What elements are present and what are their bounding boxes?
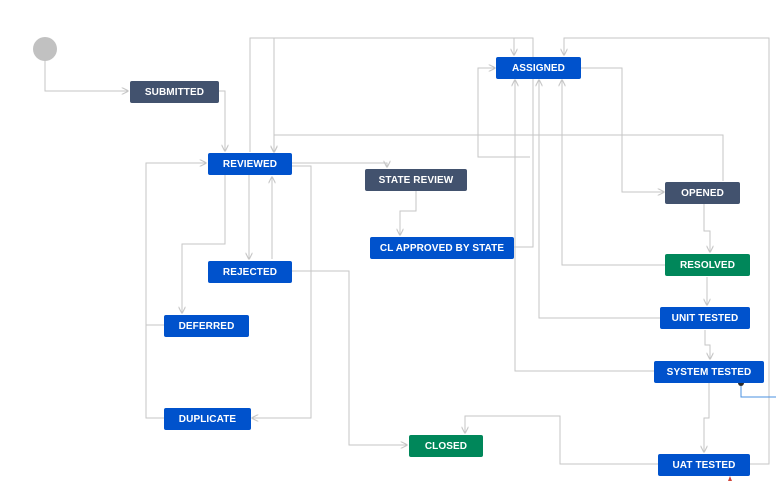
edge-uat-assigned[interactable] (564, 37, 770, 465)
status-state-review[interactable]: STATE REVIEW (365, 169, 467, 191)
status-submitted[interactable]: SUBMITTED (130, 81, 219, 103)
edge-uat-closed[interactable] (465, 415, 658, 465)
edge-unit-system[interactable] (704, 330, 710, 359)
status-resolved[interactable]: RESOLVED (665, 254, 750, 276)
status-deferred[interactable]: DEFERRED (164, 315, 249, 337)
edge-start-submitted[interactable] (44, 61, 128, 91)
edge-submitted-reviewed[interactable] (219, 90, 225, 151)
status-system-tested[interactable]: SYSTEM TESTED (654, 361, 764, 383)
start-node[interactable] (33, 37, 57, 61)
edge-reviewed-deferred[interactable] (182, 175, 226, 313)
status-cl-approved-by-state[interactable]: CL APPROVED BY STATE (370, 237, 514, 259)
edge-state-review-cl[interactable] (400, 191, 417, 235)
status-assigned[interactable]: ASSIGNED (496, 57, 581, 79)
edge-rejected-closed[interactable] (292, 270, 407, 445)
status-reviewed[interactable]: REVIEWED (208, 153, 292, 175)
edge-cl-assigned[interactable] (274, 37, 534, 248)
small-marker-icon (728, 476, 732, 481)
status-rejected[interactable]: REJECTED (208, 261, 292, 283)
edge-opened-resolved[interactable] (703, 204, 710, 252)
edge-loop-assigned[interactable] (477, 68, 530, 158)
edge-duplicate-reviewed[interactable] (145, 325, 164, 419)
status-uat-tested[interactable]: UAT TESTED (658, 454, 750, 476)
edge-system-assigned[interactable] (515, 80, 654, 372)
status-opened[interactable]: OPENED (665, 182, 740, 204)
edge-reviewed-duplicate[interactable] (252, 165, 312, 418)
edge-opened-reviewed[interactable] (274, 134, 724, 181)
status-unit-tested[interactable]: UNIT TESTED (660, 307, 750, 329)
edge-resolved-assigned[interactable] (562, 80, 665, 266)
status-duplicate[interactable]: DUPLICATE (164, 408, 251, 430)
edge-assigned-opened[interactable] (581, 67, 664, 192)
edge-reviewed-state-review[interactable] (292, 163, 387, 167)
edge-selected[interactable] (740, 383, 776, 398)
edge-deferred-reviewed[interactable] (145, 163, 206, 326)
status-closed[interactable]: CLOSED (409, 435, 483, 457)
edge-unit-assigned[interactable] (539, 80, 660, 319)
edge-system-uat[interactable] (704, 383, 710, 452)
